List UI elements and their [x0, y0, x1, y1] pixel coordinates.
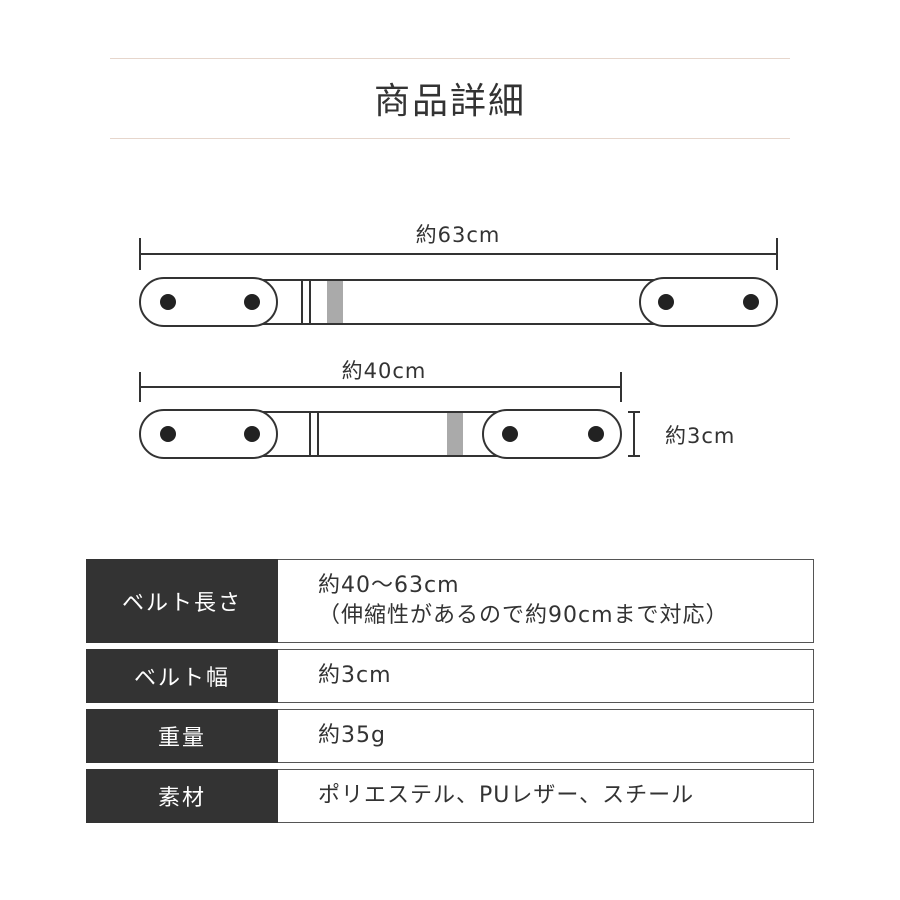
spec-value: 約3cm [278, 649, 814, 703]
spec-row-material: 素材 ポリエステル、PUレザー、スチール [86, 769, 814, 823]
spec-row-length: ベルト長さ 約40～63cm （伸縮性があるので約90cmまで対応） [86, 559, 814, 643]
short-belt [139, 409, 622, 459]
spec-value: 約35g [278, 709, 814, 763]
width-dimension-line [628, 411, 640, 457]
spec-row-width: ベルト幅 約3cm [86, 649, 814, 703]
spec-value-line: 約3cm [318, 663, 392, 688]
spec-table: ベルト長さ 約40～63cm （伸縮性があるので約90cmまで対応） ベルト幅 … [86, 553, 814, 829]
spec-label: ベルト長さ [86, 559, 278, 643]
spec-value-line: ポリエステル、PUレザー、スチール [318, 783, 695, 808]
spec-row-weight: 重量 約35g [86, 709, 814, 763]
short-belt-rivets [160, 426, 604, 442]
long-belt [139, 277, 778, 327]
top-rule [110, 58, 790, 59]
spec-value-line: （伸縮性があるので約90cmまで対応） [318, 603, 729, 628]
long-belt-rivets [160, 294, 759, 310]
spec-value-line: 約40～63cm [318, 573, 460, 598]
page-title: 商品詳細 [373, 81, 526, 122]
short-length-label: 約40cm [342, 359, 427, 383]
long-belt-elastic [327, 281, 343, 323]
spec-value: 約40～63cm （伸縮性があるので約90cmまで対応） [278, 559, 814, 643]
spec-label: 素材 [86, 769, 278, 823]
short-belt-elastic [447, 413, 463, 455]
spec-value: ポリエステル、PUレザー、スチール [278, 769, 814, 823]
bottom-rule [110, 138, 790, 139]
spec-value-line: 約35g [318, 723, 386, 748]
spec-label: ベルト幅 [86, 649, 278, 703]
short-dimension-line [139, 372, 622, 402]
width-label: 約3cm [665, 424, 735, 448]
spec-label: 重量 [86, 709, 278, 763]
long-length-label: 約63cm [416, 223, 501, 247]
belt-diagram: 約63cm 約40cm 約3cm [139, 223, 778, 459]
long-dimension-line [139, 238, 778, 270]
